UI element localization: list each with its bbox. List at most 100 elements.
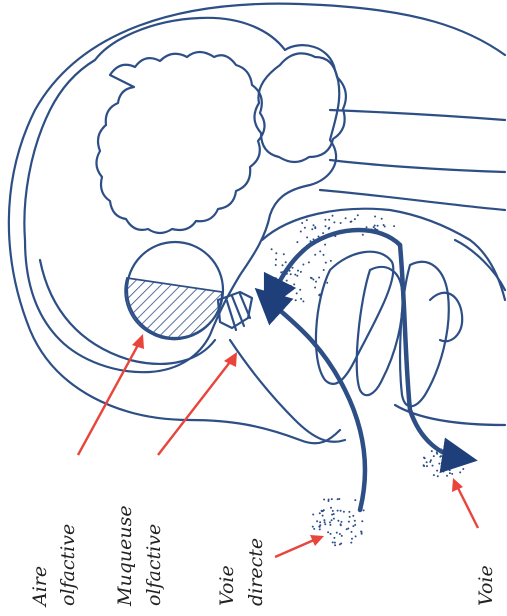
stipple-dot	[276, 296, 278, 298]
cavity-airflow-dots	[269, 214, 395, 303]
stipple-dot	[271, 248, 273, 250]
stipple-dot	[354, 520, 356, 522]
stipple-dot	[340, 543, 342, 545]
stipple-dot	[324, 244, 326, 246]
stipple-dot	[321, 510, 323, 512]
stipple-dot	[333, 537, 335, 539]
stipple-dot	[331, 514, 333, 516]
stipple-dot	[449, 446, 451, 448]
stipple-dot	[351, 538, 353, 540]
stipple-dot	[290, 285, 292, 287]
label-voie-retro-line1: Voie	[475, 565, 497, 606]
stipple-dot	[338, 498, 340, 500]
stipple-dot	[352, 525, 354, 527]
stipple-dot	[293, 283, 295, 285]
stipple-dot	[436, 470, 438, 472]
stipple-dot	[326, 282, 328, 284]
stipple-dot	[304, 227, 306, 229]
brain-folds	[96, 52, 264, 233]
stipple-dot	[319, 524, 321, 526]
stipple-dot	[440, 455, 442, 457]
stipple-dot	[297, 270, 299, 272]
stipple-dot	[457, 463, 459, 465]
stipple-dot	[345, 217, 347, 219]
stipple-dot	[373, 226, 375, 228]
stipple-dot	[349, 516, 351, 518]
stipple-dot	[328, 499, 330, 501]
stipple-dot	[292, 267, 294, 269]
stipple-dot	[446, 475, 448, 477]
stipple-dot	[458, 452, 460, 454]
stipple-dot	[319, 521, 321, 523]
stipple-dot	[324, 523, 326, 525]
stipple-dot	[322, 515, 324, 517]
stipple-dot	[301, 222, 303, 224]
stipple-dot	[290, 273, 292, 275]
stipple-dot	[444, 447, 446, 449]
stipple-dot	[302, 300, 304, 302]
stipple-dot	[316, 520, 318, 522]
nasal-floor	[230, 340, 345, 442]
stipple-dot	[357, 214, 359, 216]
stipple-dot	[328, 219, 330, 221]
stipple-dot	[348, 521, 350, 523]
stipple-dot	[331, 519, 333, 521]
stipple-dot	[275, 259, 277, 261]
stipple-dot	[334, 544, 336, 546]
stipple-dot	[462, 468, 464, 470]
spinal-cord	[330, 110, 505, 120]
stipple-dot	[275, 252, 277, 254]
stipple-dot	[328, 228, 330, 230]
olfactory-area-hatched	[125, 278, 222, 339]
stipple-dot	[337, 520, 339, 522]
stipple-dot	[354, 499, 356, 501]
stipple-dot	[361, 533, 363, 535]
stipple-dot	[327, 531, 329, 533]
stipple-dot	[314, 254, 316, 256]
stipple-dot	[336, 532, 338, 534]
stipple-dot	[423, 457, 425, 459]
stipple-dot	[348, 511, 350, 513]
stipple-dot	[306, 219, 308, 221]
stipple-dot	[340, 510, 342, 512]
stipple-dot	[426, 461, 428, 463]
stipple-dot	[332, 541, 334, 543]
stipple-dot	[323, 269, 325, 271]
stipple-dot	[329, 521, 331, 523]
stipple-dot	[325, 225, 327, 227]
stipple-dot	[377, 225, 379, 227]
stipple-dot	[340, 523, 342, 525]
label-aire-line1: Aire	[29, 566, 51, 608]
label-voie-directe-line2: directe	[245, 538, 267, 606]
stipple-dot	[325, 262, 327, 264]
neck-line	[320, 190, 505, 210]
stipple-dot	[294, 274, 296, 276]
stipple-dot	[318, 294, 320, 296]
stipple-dot	[275, 277, 277, 279]
turbinate-middle	[357, 267, 403, 395]
stipple-dot	[324, 521, 326, 523]
stipple-dot	[296, 275, 298, 277]
stipple-dot	[436, 453, 438, 455]
stipple-dot	[275, 264, 277, 266]
stipple-dot	[361, 531, 363, 533]
stipple-dot	[459, 454, 461, 456]
stipple-dot	[323, 519, 325, 521]
stipple-dot	[330, 533, 332, 535]
stipple-dot	[352, 515, 354, 517]
stipple-dot	[313, 224, 315, 226]
stipple-dot	[433, 455, 435, 457]
label-aire-line2: olfactive	[57, 524, 79, 606]
stipple-dot	[315, 281, 317, 283]
stipple-dot	[423, 464, 425, 466]
stipple-dot	[438, 463, 440, 465]
stipple-dot	[314, 287, 316, 289]
stipple-dot	[362, 234, 364, 236]
stipple-dot	[322, 232, 324, 234]
stipple-dot	[341, 521, 343, 523]
spinal-cord-lower	[330, 160, 505, 172]
stipple-dot	[340, 222, 342, 224]
stipple-dot	[282, 264, 284, 266]
stipple-dot	[300, 271, 302, 273]
retronasal-pathway-arrow	[400, 245, 460, 458]
